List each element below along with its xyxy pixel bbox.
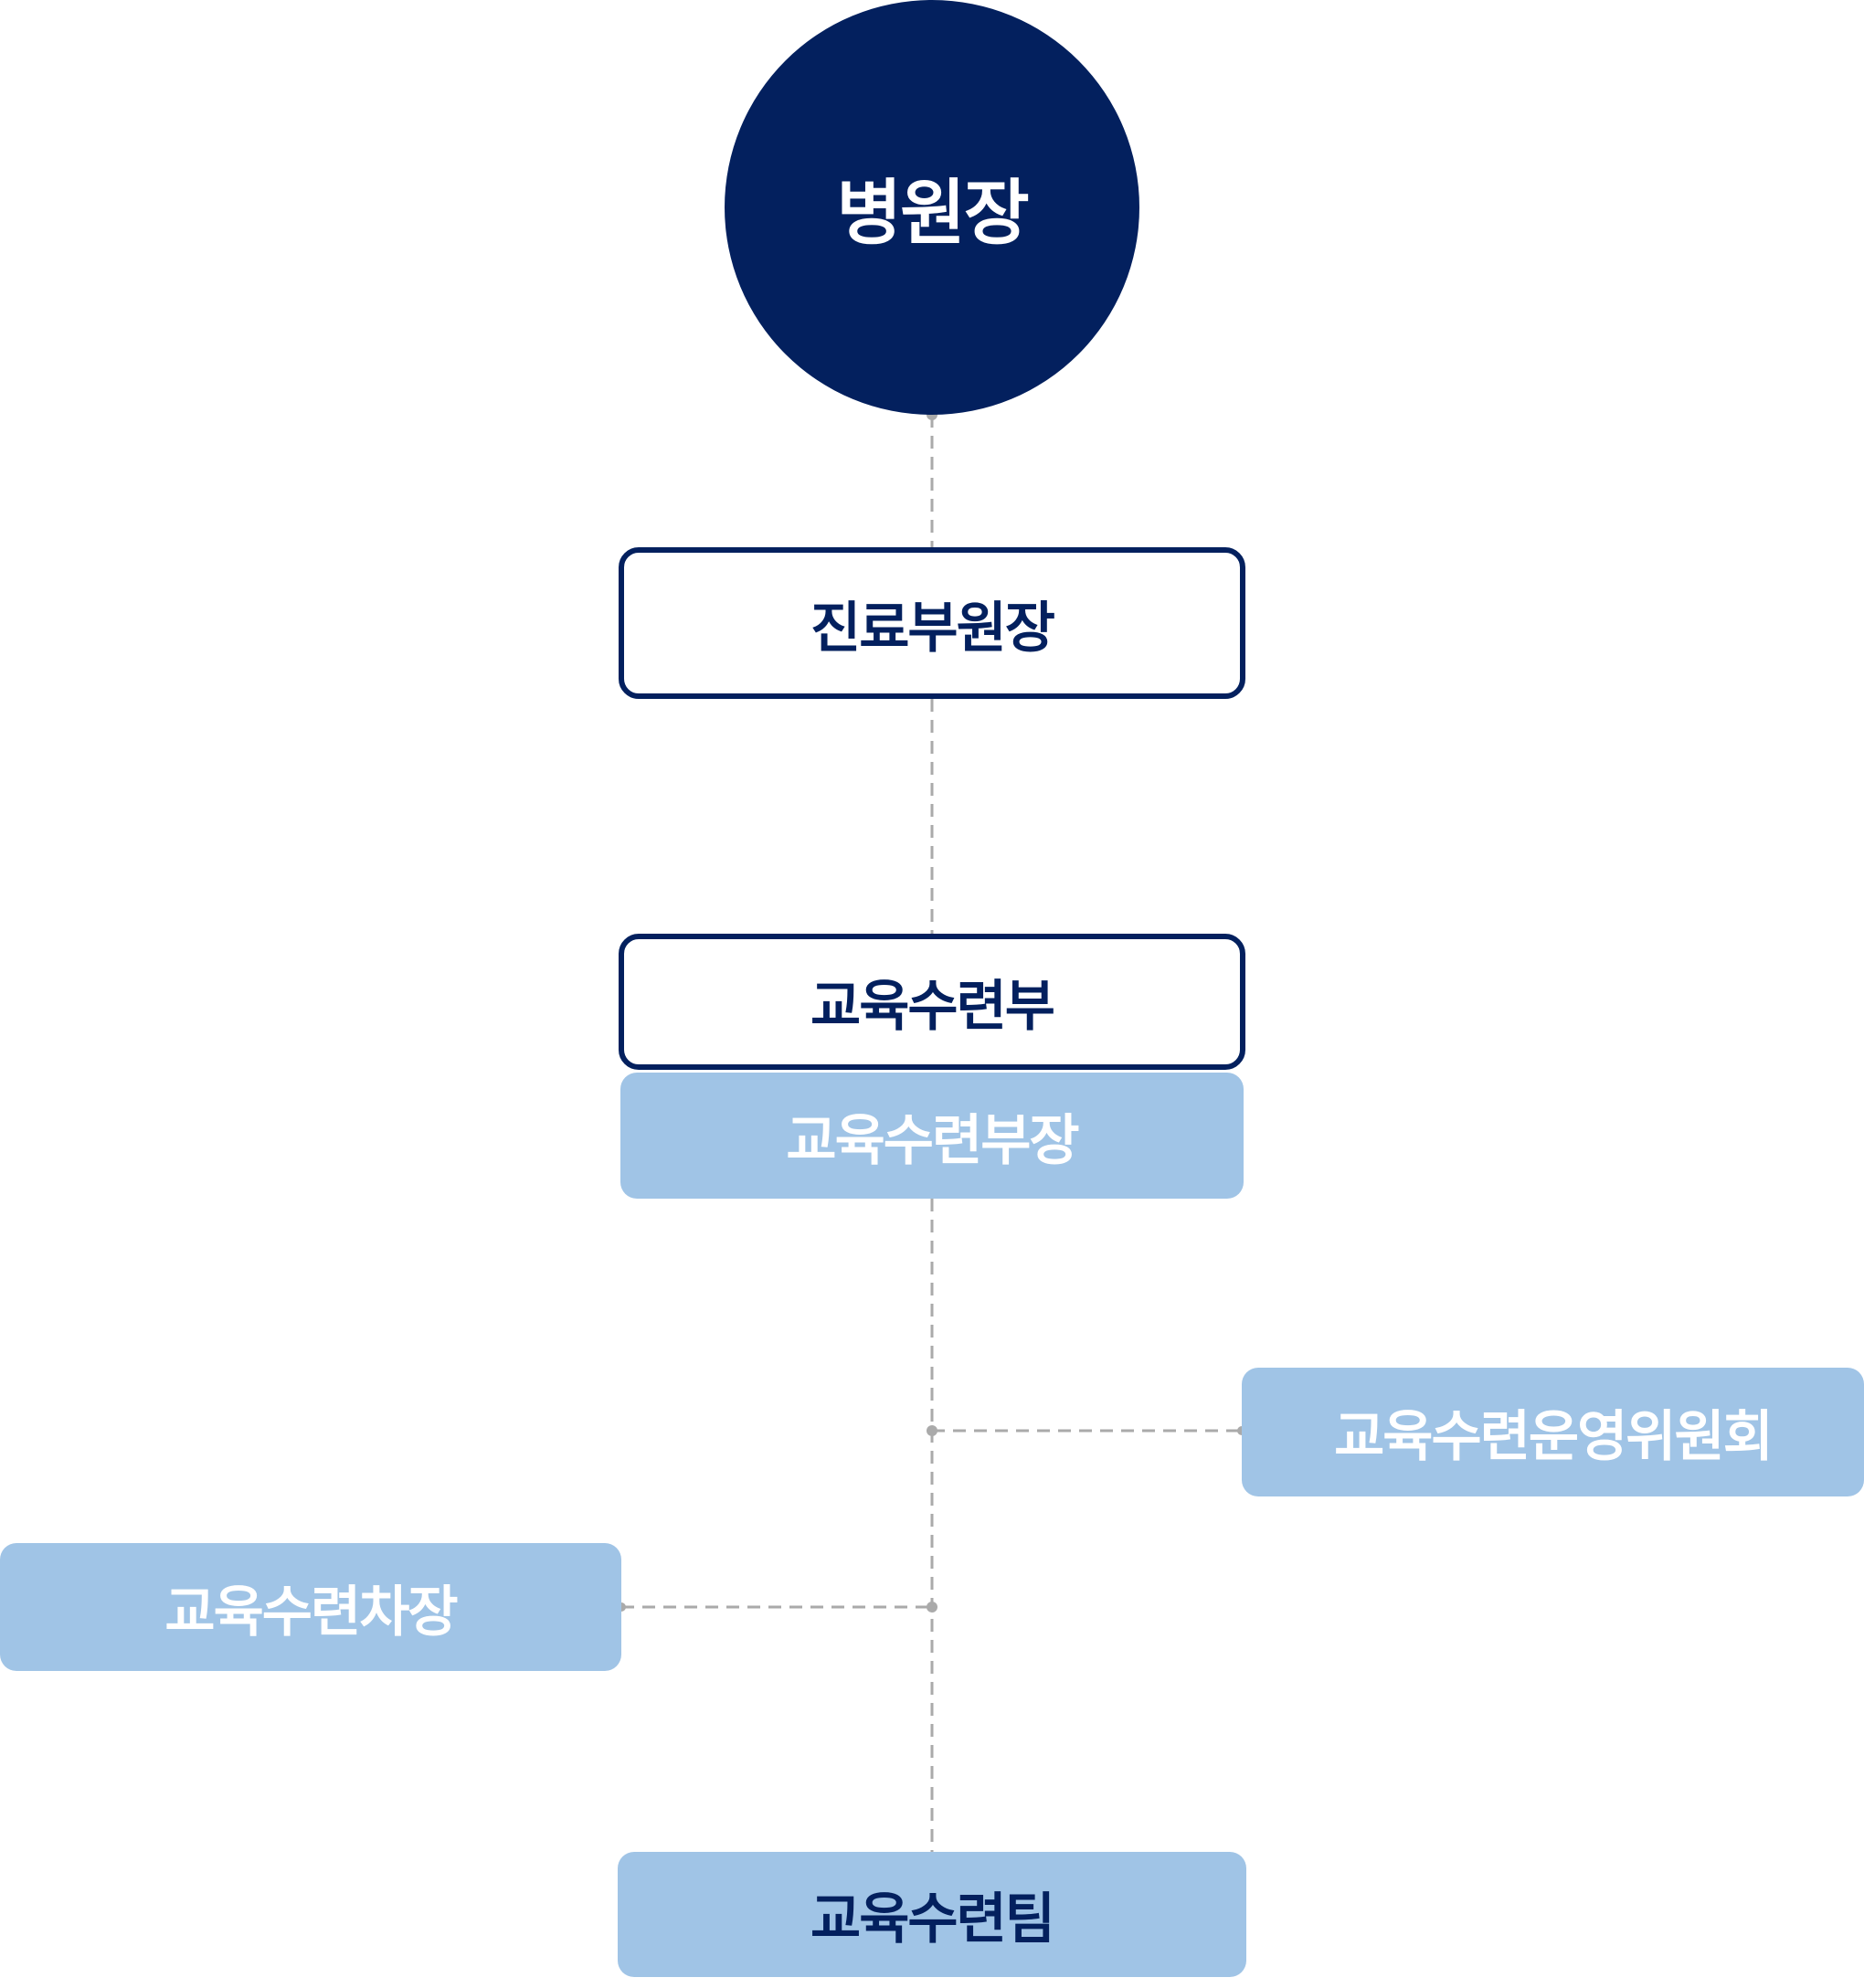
deputy-head-node[interactable]: 교육수련차장 — [0, 1543, 621, 1671]
director-node[interactable]: 병원장 — [725, 0, 1139, 415]
department-head-label: 교육수련부장 — [786, 1108, 1079, 1173]
vice-director-label: 진료부원장 — [810, 596, 1055, 661]
junction-dot — [927, 1425, 937, 1436]
committee-label: 교육수련운영위원회 — [1334, 1405, 1774, 1469]
deputy-head-label: 교육수련차장 — [164, 1580, 458, 1644]
vice-director-node[interactable]: 진료부원장 — [619, 547, 1245, 699]
department-node[interactable]: 교육수련부 — [619, 934, 1245, 1070]
team-node[interactable]: 교육수련팀 — [618, 1852, 1246, 1977]
committee-node[interactable]: 교육수련운영위원회 — [1242, 1368, 1864, 1496]
junction-dot — [927, 1602, 937, 1613]
team-label: 교육수련팀 — [810, 1888, 1055, 1951]
department-label: 교육수련부 — [810, 975, 1055, 1039]
department-head-node[interactable]: 교육수련부장 — [620, 1073, 1244, 1199]
director-label: 병원장 — [836, 173, 1029, 255]
